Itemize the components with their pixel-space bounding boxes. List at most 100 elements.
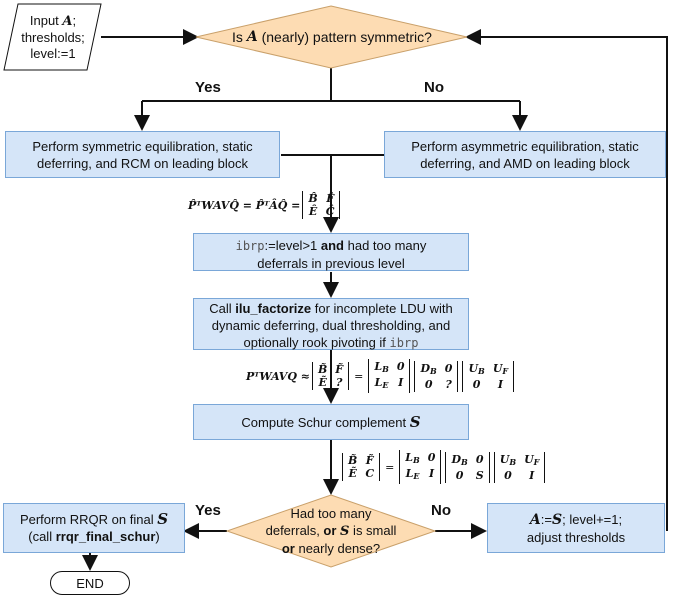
eq2-m2-0: L <box>374 360 383 373</box>
eq1-m-b: B̂ <box>308 192 318 205</box>
next-line1: ; level+=1; <box>562 511 623 527</box>
rrqr-box: Perform RRQR on final S (call rrqr_final… <box>3 503 185 553</box>
eq2-lhs: PᵀWAVQ ≈ <box>246 369 310 383</box>
start-line3: level:=1 <box>30 45 76 61</box>
eq3-m4-0: U <box>499 452 510 466</box>
eq2-m4-sub-0: B <box>478 365 485 376</box>
ilu-mid: for incomplete LDU with dynamic deferrin… <box>211 301 453 350</box>
q1-diamond <box>195 5 468 69</box>
equation-1: P̂ᵀWAVQ̂ = P̂ᵀÂQ̂ = B̂ F̂ Ê Ĉ <box>188 186 342 224</box>
ibrp-rest: had too many deferrals in previous level <box>257 238 427 271</box>
rrqr-l2b: ) <box>155 529 160 544</box>
next-var-s: S <box>551 511 563 528</box>
eq3-m3-0: D <box>451 452 461 466</box>
eq2-m1-2: Ẽ <box>318 376 327 389</box>
asymmetric-prep-box: Perform asymmetric equilibration, static… <box>384 131 666 178</box>
ilu-factorize-box: Call ilu_factorize for incomplete LDU wi… <box>193 298 469 350</box>
eq2-m1-0: B̃ <box>317 363 328 376</box>
eq2-matrix-1: B̃ F̃ Ẽ? <box>311 362 350 390</box>
branch2-yes-label: Yes <box>195 502 221 519</box>
eq3-m3-1: 0 <box>475 452 484 466</box>
ibrp-mid: :=level>1 <box>264 238 321 253</box>
edge-loop-back <box>465 29 668 531</box>
eq2-m4-2: 0 <box>472 377 481 391</box>
schur-var-s: S <box>409 412 421 431</box>
eq1-matrix: B̂ F̂ Ê Ĉ <box>302 191 341 219</box>
branch2-no-label: No <box>431 502 451 519</box>
eq2-m1-3: ? <box>335 376 343 389</box>
q1-var-a: A <box>246 28 258 45</box>
q2-line1: Had too many <box>290 506 372 521</box>
eq3-m2-sub-2: E <box>413 471 420 481</box>
eq2-m4-sub-1: F <box>502 365 509 376</box>
eq3-m4-3: I <box>529 468 535 482</box>
eq1-lhs: P̂ᵀWAVQ̂ = P̂ᵀÂQ̂ = <box>188 198 301 212</box>
eq3-m1-3: C <box>365 467 375 480</box>
q2-var-s: S <box>340 524 350 539</box>
branch1-yes-label: Yes <box>195 79 221 96</box>
eq2-m2-3: I <box>398 376 404 389</box>
eq2-m2-sub-0: B <box>382 364 389 374</box>
ibrp-code: ibrp <box>235 239 265 253</box>
eq3-m4-sub-1: F <box>533 456 540 467</box>
eq2-m3-0: D <box>420 361 431 375</box>
eq2-m3-2: 0 <box>424 377 433 391</box>
symmetric-prep-box: Perform symmetric equilibration, static … <box>5 131 280 178</box>
ibrp-and: and <box>320 238 344 253</box>
eq3-m3-3: S <box>475 468 484 482</box>
eq3-m4-sub-0: B <box>509 456 517 467</box>
schur-complement-box: Compute Schur complement S <box>193 404 469 440</box>
branch1-no-label: No <box>424 79 444 96</box>
q2-question: Had too many deferrals, or S is small or… <box>250 505 412 557</box>
q1-pre: Is <box>232 28 243 45</box>
q2-diamond <box>225 494 437 568</box>
eq3-m2-1: 0 <box>427 451 436 464</box>
eq3-m2-3: I <box>429 467 435 480</box>
eq3-m3-2: 0 <box>455 468 464 482</box>
end-node: END <box>50 571 130 595</box>
eq2-m3-1: 0 <box>444 361 453 375</box>
next-level-box: A:=S; level+=1; adjust thresholds <box>487 503 665 553</box>
eq2-m2-sub-2: E <box>382 380 389 390</box>
eq2-m4-0: U <box>468 361 479 375</box>
eq3-m4-2: 0 <box>504 468 512 482</box>
eq3-m3-sub-0: B <box>461 456 468 467</box>
eq3-m2-2: L <box>405 467 414 480</box>
start-line1-end: ; <box>72 12 77 28</box>
eq2-m1-1: F̃ <box>335 363 344 376</box>
q2-line2a: deferrals, <box>265 523 324 538</box>
eq3-m1-0: B̃ <box>348 454 358 467</box>
eq1-m-c: Ĉ <box>325 205 335 218</box>
next-assign: := <box>540 511 552 527</box>
eq2-m3-sub-0: B <box>430 365 437 376</box>
eq3-m1-2: Ẽ <box>348 467 357 480</box>
eq3-m2-sub-0: B <box>413 455 420 465</box>
q2-line3: nearly dense? <box>294 541 381 556</box>
next-var-a: A <box>529 511 541 528</box>
rrqr-var-s: S <box>157 510 169 528</box>
eq2-m4-1: U <box>492 361 503 375</box>
q1-question: Is A (nearly) pattern symmetric? <box>216 27 448 47</box>
q2-line2c: is small <box>349 523 397 538</box>
eq2-m2-2: L <box>374 376 383 389</box>
eq3-m4-1: U <box>524 452 534 466</box>
q1-post: (nearly) pattern symmetric? <box>261 28 432 45</box>
eq3-m2-0: L <box>405 451 414 464</box>
eq1-m-f: F̂ <box>326 192 334 205</box>
q2-or1: or <box>323 523 337 538</box>
ilu-code: ibrp <box>389 336 419 350</box>
eq2-m2-1: 0 <box>396 360 405 373</box>
ilu-pre: Call <box>209 301 236 316</box>
next-line2: adjust thresholds <box>526 529 626 545</box>
eq2-m3-3: ? <box>445 377 452 391</box>
start-line2: thresholds; <box>21 29 85 45</box>
